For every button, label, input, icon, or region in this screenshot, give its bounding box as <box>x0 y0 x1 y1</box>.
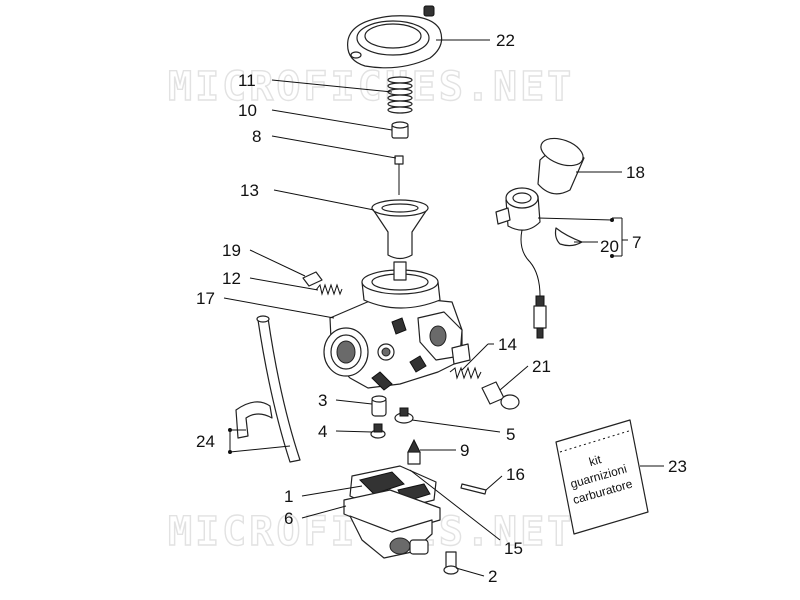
part-19-screw <box>302 271 323 287</box>
part-18-sleeve <box>537 137 585 195</box>
callouts: 22 11 10 8 13 19 12 17 18 7 <box>196 31 687 586</box>
part-10-clip <box>391 121 409 139</box>
part-21-screw <box>481 381 520 410</box>
part-9-float-needle <box>407 438 421 465</box>
float-bowl <box>343 465 441 559</box>
callout-17: 17 <box>196 289 215 308</box>
callout-3: 3 <box>318 391 327 410</box>
callout-14: 14 <box>498 335 517 354</box>
part-8-needle <box>394 155 404 195</box>
callout-12: 12 <box>222 269 241 288</box>
part-7-choke <box>495 187 547 339</box>
callout-19: 19 <box>222 241 241 260</box>
callout-8: 8 <box>252 127 261 146</box>
part-2-screw <box>443 551 459 575</box>
callout-18: 18 <box>626 163 645 182</box>
part-14-spring <box>449 366 482 380</box>
kit-bag-line1: kit <box>587 452 603 469</box>
part-22-cover <box>347 5 443 69</box>
callout-23: 23 <box>668 457 687 476</box>
callout-2: 2 <box>488 567 497 586</box>
callout-6: 6 <box>284 509 293 528</box>
callout-21: 21 <box>532 357 551 376</box>
callout-10: 10 <box>238 101 257 120</box>
callout-22: 22 <box>496 31 515 50</box>
part-13-valve <box>371 199 429 260</box>
callout-11: 11 <box>238 71 256 90</box>
carburetor-body <box>323 261 471 391</box>
callout-24: 24 <box>196 432 215 451</box>
callout-16: 16 <box>506 465 525 484</box>
part-16-pin <box>460 483 487 495</box>
callout-9: 9 <box>460 441 469 460</box>
callout-13: 13 <box>240 181 259 200</box>
callout-15: 15 <box>504 539 523 558</box>
part-20-clip <box>554 227 583 247</box>
callout-1: 1 <box>284 487 293 506</box>
part-5-jet <box>394 407 414 424</box>
part-12-spring <box>315 283 343 296</box>
callout-20: 20 <box>600 237 619 256</box>
callout-4: 4 <box>318 422 327 441</box>
part-24-hose <box>235 315 301 463</box>
callout-7: 7 <box>632 233 641 252</box>
watermark-top: MICROFICHES.NET <box>168 64 574 110</box>
part-23-gasket-kit: kit guarnizioni carburatore <box>555 419 649 535</box>
part-3-jet <box>371 395 387 417</box>
callout-5: 5 <box>506 425 515 444</box>
part-4-jet <box>370 423 386 439</box>
